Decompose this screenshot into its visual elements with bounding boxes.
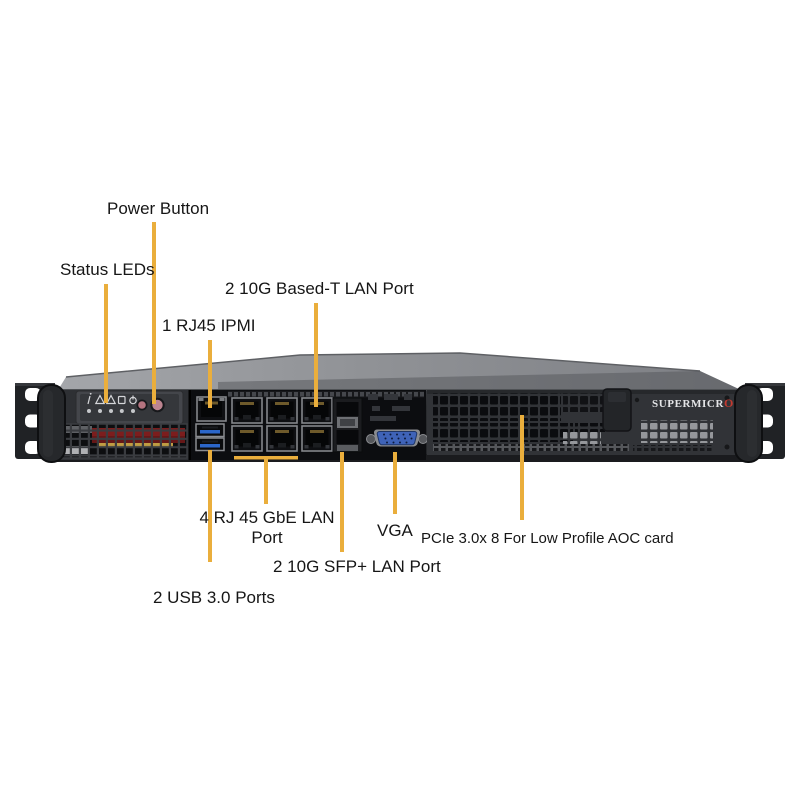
usb-label: 2 USB 3.0 Ports: [153, 588, 275, 607]
logo-red-o: O: [724, 396, 734, 410]
right-rack-ear: [734, 383, 785, 463]
sfp-callout-line: [340, 452, 344, 552]
screw: [724, 395, 730, 401]
logo-text: SUPERMICR: [652, 398, 725, 410]
power-button-label: Power Button: [107, 199, 210, 218]
vga-label: VGA: [377, 521, 413, 540]
info-led-icon: [87, 395, 91, 405]
gbe-lan-label-line2: Port: [251, 527, 283, 547]
nic-led-icon: [105, 394, 117, 405]
vga-callout-line: [393, 452, 397, 514]
sfp-label: 2 10G SFP+ LAN Port: [273, 557, 441, 576]
gbe-lan-bracket-line: [234, 456, 298, 460]
screw: [724, 444, 730, 450]
left-rack-ear: [15, 383, 66, 463]
pcie-label: PCIe 3.0x 8 For Low Profile AOC card: [421, 530, 674, 547]
usb3-port-2: [195, 437, 225, 452]
sfp-plus-cage: [332, 397, 363, 453]
status-leds-label: Status LEDs: [60, 260, 155, 279]
pcie-slot-section: [427, 388, 743, 455]
overheat-led-icon: [94, 394, 106, 405]
ipmi-callout-line: [208, 340, 212, 408]
status-leds: [87, 409, 135, 413]
ipmi-rj45-port: [196, 396, 227, 422]
hdd-led-icon: [117, 395, 126, 405]
power-button-callout-line: [152, 222, 156, 404]
lan-10g-port-2: [301, 425, 333, 452]
usb-callout-line: [208, 450, 212, 562]
screw: [634, 397, 640, 403]
reset-button: [136, 399, 148, 411]
pcie-callout-line: [520, 415, 524, 520]
lan-10g-callout-line: [314, 303, 318, 407]
gbe-lan-callout-line: [264, 459, 268, 504]
usb3-port-1: [195, 423, 225, 438]
front-vent-grille: [61, 423, 188, 459]
supermicro-logo: SUPERMICRO: [652, 396, 734, 411]
callout-lines: [104, 222, 524, 562]
status-led-panel: [75, 390, 184, 425]
gbe-lan-label-line1: 4 RJ 45 GbE LAN: [199, 508, 335, 527]
status-led-icons: [87, 392, 137, 405]
status-leds-callout-line: [104, 284, 108, 403]
io-misc-details: [368, 394, 412, 421]
gbe-lan-label: 4 RJ 45 GbE LAN Port: [197, 508, 337, 547]
lan-10g-baset-label: 2 10G Based-T LAN Port: [225, 279, 414, 298]
ipmi-label: 1 RJ45 IPMI: [162, 316, 256, 335]
